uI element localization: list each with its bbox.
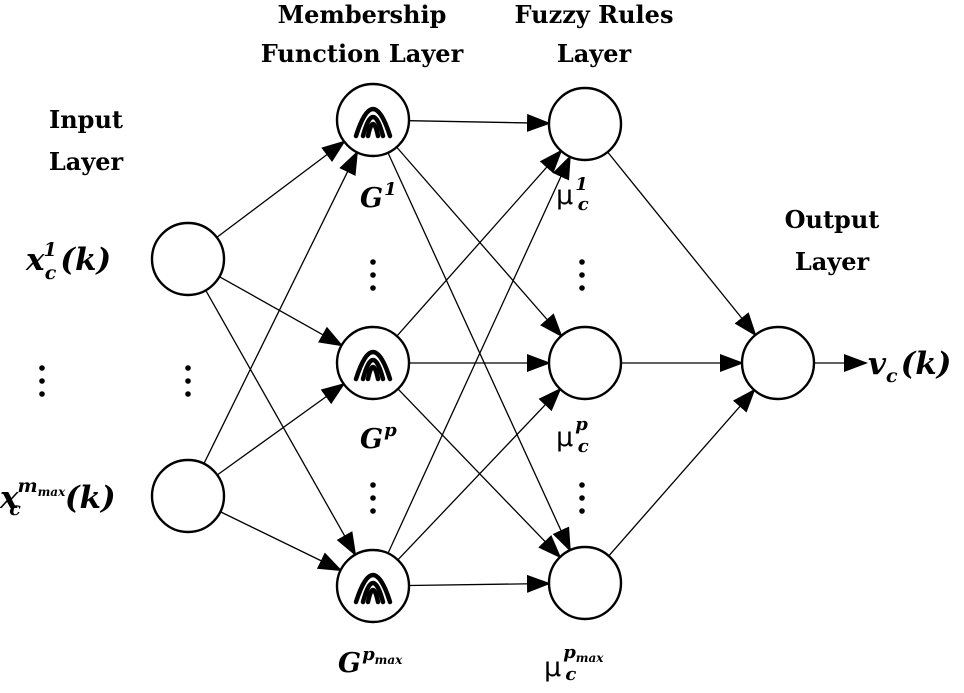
output-label-v: vc(k) bbox=[868, 346, 951, 387]
edge-rule2-output bbox=[608, 388, 756, 557]
membership-node-pmax bbox=[335, 548, 411, 624]
input-layer-title-line1: Input bbox=[49, 105, 123, 134]
membership-function-icon bbox=[353, 106, 393, 139]
output-layer-title-line1: Output bbox=[785, 205, 880, 234]
membership-function-icon bbox=[353, 349, 393, 382]
output-node bbox=[740, 325, 816, 401]
membership-layer-title-line2: Function Layer bbox=[261, 39, 464, 68]
membership-layer-title-line1: Membership bbox=[278, 0, 447, 29]
edge-membership0-rule2 bbox=[387, 152, 571, 553]
rule-node-1 bbox=[547, 86, 623, 162]
input-layer-title-line2: Layer bbox=[49, 147, 124, 176]
rule-node-p bbox=[547, 325, 623, 401]
membership-function-icon bbox=[353, 572, 393, 605]
edge-input1-membership2 bbox=[220, 511, 343, 572]
edge-input0-membership0 bbox=[216, 140, 346, 238]
edge-membership0-rule1 bbox=[396, 146, 563, 338]
edge-membership1-rule2 bbox=[397, 388, 562, 559]
membership-node-1 bbox=[335, 82, 411, 158]
edge-membership1-rule0 bbox=[396, 149, 563, 337]
output-layer-title-line2: Layer bbox=[795, 247, 870, 276]
input-node-m bbox=[150, 458, 226, 534]
edge-input1-membership0 bbox=[203, 150, 358, 464]
ellipsis-input-nodes bbox=[185, 365, 191, 397]
rules-layer-title-line2: Layer bbox=[557, 39, 632, 68]
edge-membership0-rule0 bbox=[408, 113, 552, 132]
membership-label-g1: G1 bbox=[360, 179, 397, 214]
edge-input0-membership2 bbox=[205, 290, 357, 557]
ellipsis-input-labels bbox=[39, 365, 45, 397]
input-node-1 bbox=[150, 221, 226, 297]
edge-input0-membership1 bbox=[219, 276, 344, 347]
membership-label-gp: Gp bbox=[360, 420, 397, 455]
ellipsis-rules-lower bbox=[579, 482, 585, 514]
edge-membership2-rule2 bbox=[408, 574, 552, 593]
edge-membership2-rule0 bbox=[387, 154, 571, 554]
connections bbox=[203, 113, 868, 593]
edge-input1-membership1 bbox=[216, 382, 346, 476]
rule-node-pmax bbox=[547, 545, 623, 621]
edge-rule0-output bbox=[607, 151, 757, 337]
ellipsis-rules-upper bbox=[579, 259, 585, 291]
ellipsis-membership-lower bbox=[370, 482, 376, 514]
edge-membership2-rule1 bbox=[397, 387, 562, 561]
membership-node-p bbox=[335, 325, 411, 401]
membership-label-gpmax: Gpmax bbox=[338, 644, 403, 679]
ellipsis-membership-upper bbox=[370, 259, 376, 291]
rules-layer-title-line1: Fuzzy Rules bbox=[515, 0, 674, 29]
